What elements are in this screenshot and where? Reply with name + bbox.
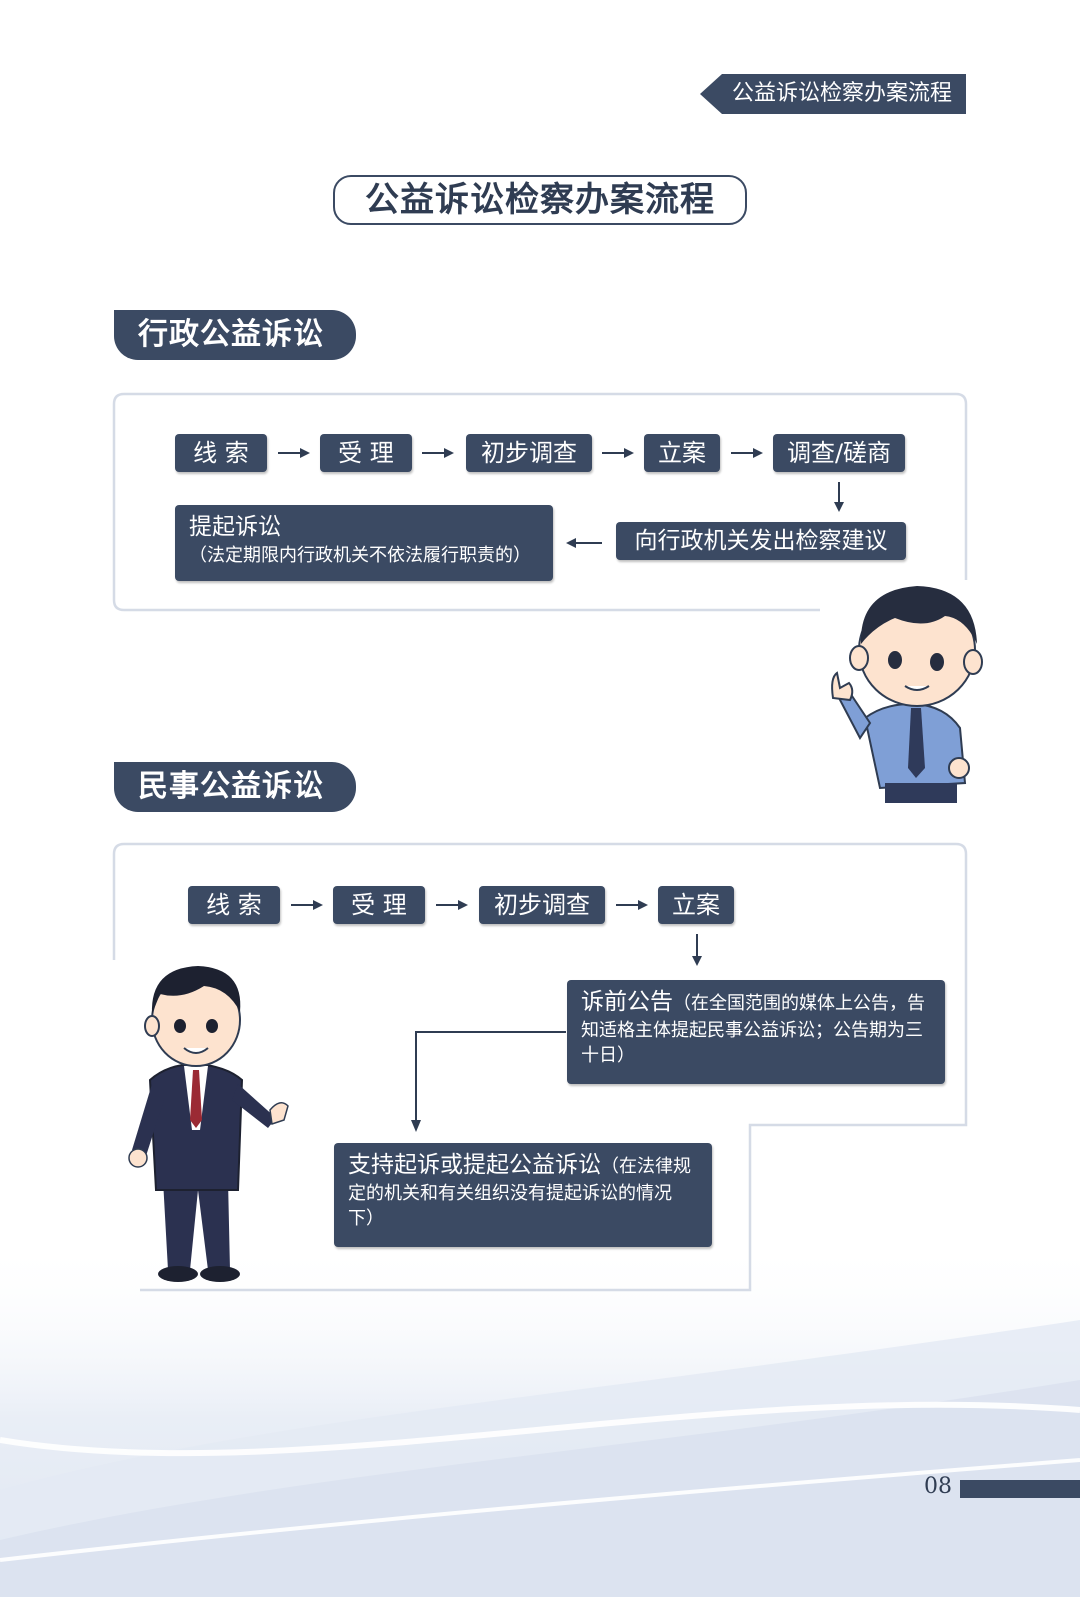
admin-lawsuit-note: （法定期限内行政机关不依法履行职责的） [189, 545, 531, 567]
civil-step-filing: 立案 [658, 886, 734, 924]
civil-announcement-box: 诉前公告（在全国范围的媒体上公告，告知适格主体提起民事公益诉讼；公告期为三十日） [567, 980, 945, 1084]
admin-step-recommendation: 向行政机关发出检察建议 [616, 522, 906, 560]
civil-support-box: 支持起诉或提起公益诉讼（在法律规定的机关和有关组织没有提起诉讼的情况下） [334, 1143, 712, 1247]
admin-lawsuit-box: 提起诉讼 （法定期限内行政机关不依法履行职责的） [175, 505, 553, 581]
admin-arrow-4 [731, 446, 763, 460]
prosecutor-suit-illustration [128, 966, 289, 1282]
page-number: 08 [924, 1474, 952, 1499]
admin-arrow-1 [278, 446, 310, 460]
civil-connector [411, 1031, 566, 1132]
civil-frame [112, 842, 968, 1292]
administrative-frame [112, 392, 968, 612]
admin-lawsuit-title: 提起诉讼 [189, 514, 281, 540]
civil-arrow-3 [616, 898, 648, 912]
civil-support-note: （在法律规定的机关和有关组织没有提起诉讼的情况下） [348, 1156, 691, 1230]
admin-step-investigate: 调查/磋商 [773, 434, 905, 472]
civil-support-title: 支持起诉或提起公益诉讼 [348, 1152, 601, 1178]
administrative-section-title: 行政公益诉讼 [114, 310, 356, 360]
civil-announcement-note: （在全国范围的媒体上公告，告知适格主体提起民事公益诉讼；公告期为三十日） [581, 993, 925, 1067]
civil-section-title: 民事公益诉讼 [114, 762, 356, 812]
background-wave [0, 1240, 1080, 1597]
admin-arrow-2 [422, 446, 454, 460]
admin-step-accept: 受 理 [320, 434, 412, 472]
admin-step-preliminary: 初步调查 [466, 434, 592, 472]
page-number-bar [960, 1480, 1080, 1498]
prosecutor-illustration [831, 586, 983, 803]
civil-step-preliminary: 初步调查 [479, 886, 605, 924]
admin-step-filing: 立案 [644, 434, 720, 472]
civil-arrow-down [691, 934, 703, 966]
admin-arrow-3 [602, 446, 634, 460]
civil-arrow-2 [436, 898, 468, 912]
civil-step-accept: 受 理 [333, 886, 425, 924]
header-tab: 公益诉讼检察办案流程 [700, 74, 966, 114]
page-title: 公益诉讼检察办案流程 [333, 175, 747, 225]
admin-step-clue: 线 索 [175, 434, 267, 472]
civil-announcement-title: 诉前公告 [581, 989, 673, 1015]
header-tab-label: 公益诉讼检察办案流程 [732, 81, 953, 106]
civil-step-clue: 线 索 [188, 886, 280, 924]
admin-arrow-down [833, 482, 845, 512]
admin-arrow-left [566, 536, 602, 550]
civil-arrow-1 [291, 898, 323, 912]
